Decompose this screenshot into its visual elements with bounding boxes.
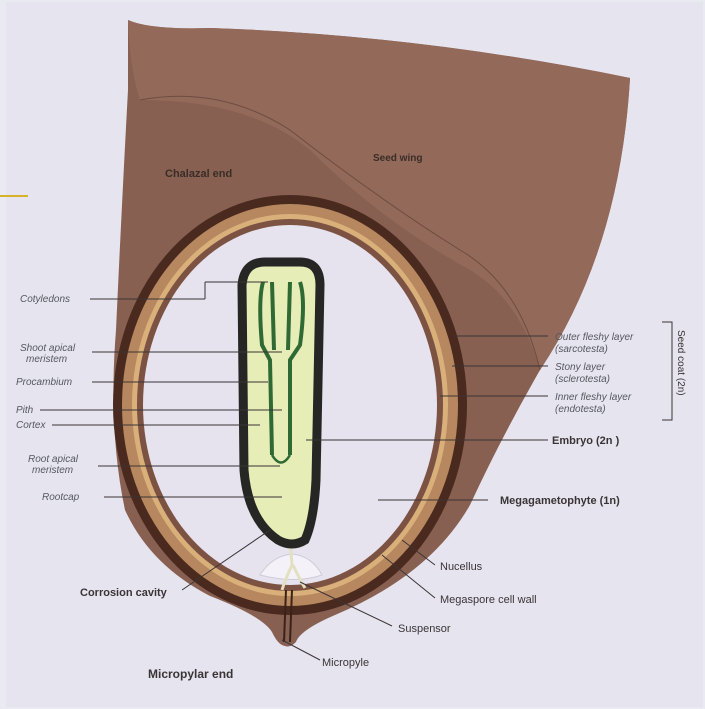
embryo-shape xyxy=(242,262,320,544)
micropylar-end-label: Micropylar end xyxy=(148,667,233,681)
root-apical-meristem-label-2: meristem xyxy=(32,465,73,476)
megagametophyte-label: Megagametophyte (1n) xyxy=(500,495,620,507)
cotyledons-label: Cotyledons xyxy=(20,294,70,305)
procambium-label: Procambium xyxy=(16,377,72,388)
seed-wing-label: Seed wing xyxy=(373,153,422,164)
embryo-label: Embryo (2n ) xyxy=(552,435,620,447)
outer-fleshy-layer-label-2: (sarcotesta) xyxy=(555,344,608,355)
megaspore-cell-wall-label: Megaspore cell wall xyxy=(440,594,537,606)
chalazal-end-label: Chalazal end xyxy=(165,168,232,180)
micropyle-label: Micropyle xyxy=(322,657,369,669)
stony-layer-label-2: (sclerotesta) xyxy=(555,374,610,385)
inner-fleshy-layer-label-2: (endotesta) xyxy=(555,404,606,415)
seed-coat-label: Seed coat (2n) xyxy=(675,330,686,396)
corrosion-cavity-label: Corrosion cavity xyxy=(80,587,168,599)
stony-layer-label-1: Stony layer xyxy=(555,362,606,373)
suspensor-label: Suspensor xyxy=(398,623,451,635)
cortex-label: Cortex xyxy=(16,420,46,431)
outer-fleshy-layer-label-1: Outer fleshy layer xyxy=(555,332,634,343)
inner-fleshy-layer-label-1: Inner fleshy layer xyxy=(555,392,632,403)
shoot-apical-meristem-label-1: Shoot apical xyxy=(20,343,76,354)
root-apical-meristem-label-1: Root apical xyxy=(28,454,79,465)
pith-label: Pith xyxy=(16,405,34,416)
rootcap-label: Rootcap xyxy=(42,492,80,503)
nucellus-label: Nucellus xyxy=(440,561,483,573)
shoot-apical-meristem-label-2: meristem xyxy=(26,354,67,365)
